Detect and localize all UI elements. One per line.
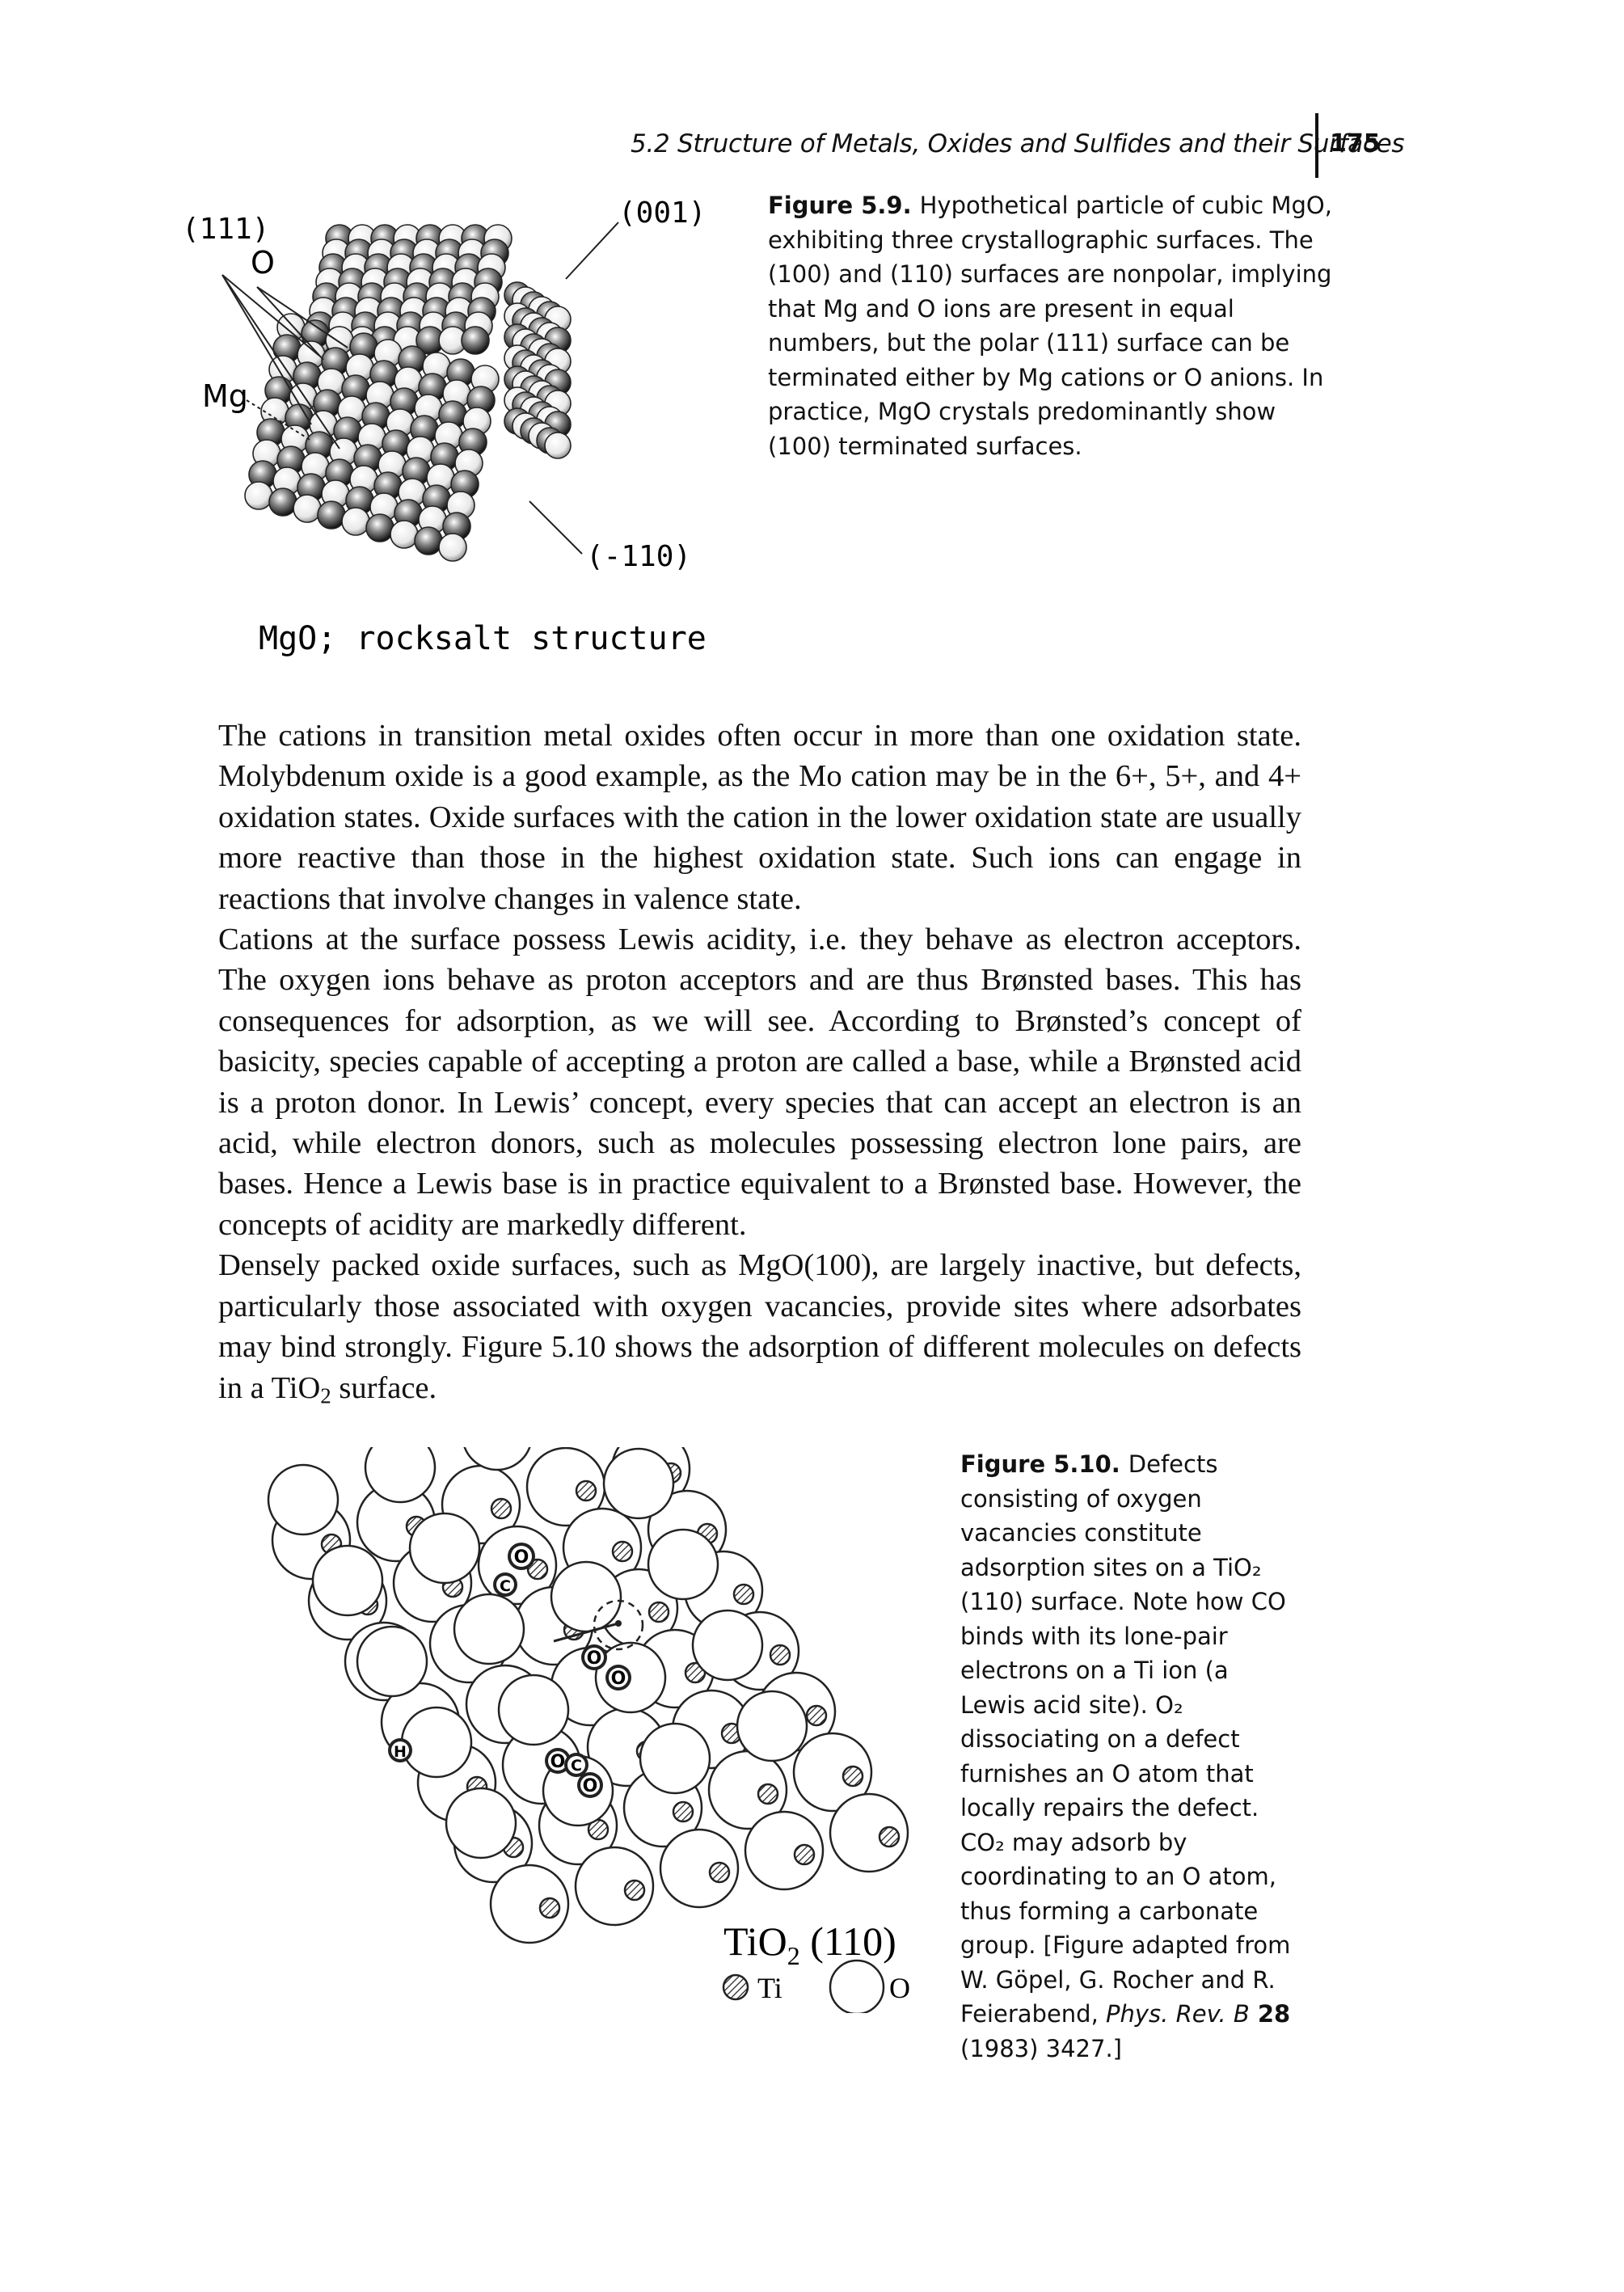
o-atom-bridging xyxy=(356,1625,428,1698)
page-number: 175 xyxy=(1330,129,1381,158)
o-atom-lower xyxy=(659,1828,740,1909)
atom-mg-label: Mg xyxy=(202,378,248,414)
paragraph-3-end: surface. xyxy=(331,1370,437,1405)
mg-atom xyxy=(365,513,394,542)
ti-atom xyxy=(490,1497,513,1520)
o-atom-bridging xyxy=(647,1528,719,1601)
o-atom-bridging xyxy=(691,1609,764,1682)
ti-atom xyxy=(575,1479,597,1502)
oxygen-vacancy xyxy=(593,1599,644,1651)
ti-atom xyxy=(647,1601,670,1623)
ti-atom xyxy=(538,1897,561,1919)
o2-o1-label: O xyxy=(587,1648,602,1669)
co2-o2-label: O xyxy=(583,1776,598,1796)
legend-o-label: O xyxy=(889,1972,910,2004)
o-atom xyxy=(293,494,322,523)
co2-o1-label: O xyxy=(550,1752,566,1772)
figure-5-9-illustration: (111) (001) O Mg (-110) MgO; rocksalt st… xyxy=(182,196,707,657)
tio2-label: TiO2 (110) xyxy=(723,1918,896,1970)
ti-atom xyxy=(878,1826,901,1848)
o-atom-bridging xyxy=(445,1787,517,1859)
co-c-label: C xyxy=(500,1577,511,1595)
mg-atom xyxy=(461,326,490,355)
ti-atom xyxy=(793,1843,816,1866)
oh-h-label: H xyxy=(394,1743,407,1761)
o-atom-bridging xyxy=(736,1690,808,1762)
figure-5-9-caption-label: Figure 5.9. xyxy=(768,192,912,219)
co2-c-label: C xyxy=(571,1757,582,1775)
running-head: 5.2 Structure of Metals, Oxides and Sulf… xyxy=(631,129,1405,158)
o-atom-bridging xyxy=(364,1447,437,1504)
figure-5-10-caption-tail: (1983) 3427.] xyxy=(960,2034,1122,2062)
face-111-label: (111) xyxy=(182,213,269,246)
paragraph-3-start: Densely packed oxide surfaces, such as M… xyxy=(218,1248,1301,1405)
mg-atom xyxy=(268,488,297,517)
o2-dissociation: O O xyxy=(581,1644,631,1691)
tio2-surface xyxy=(267,1447,909,1944)
figure-5-10-illustration: O C O O O C O H TiO2 (110) Ti O xyxy=(267,1447,910,2013)
o-atom-bridging xyxy=(463,1447,531,1471)
o-atom xyxy=(438,533,467,562)
body-text: The cations in transition metal oxides o… xyxy=(218,715,1301,1408)
ti-atom xyxy=(769,1644,791,1666)
o-atom-bridging xyxy=(408,1512,481,1585)
face-m110-label: (-110) xyxy=(586,540,691,573)
face-001-label: (001) xyxy=(618,196,706,230)
co-o-label: O xyxy=(514,1547,529,1568)
paragraph-3-subscript: 2 xyxy=(320,1383,331,1408)
o-atom xyxy=(341,507,370,536)
o-atom-lower xyxy=(744,1810,825,1891)
header-rule xyxy=(1315,113,1318,178)
paragraph-3: Densely packed oxide surfaces, such as M… xyxy=(218,1245,1301,1408)
ti-atom xyxy=(708,1861,731,1884)
paragraph-2: Cations at the surface possess Lewis aci… xyxy=(218,922,1301,1242)
ti-atom xyxy=(757,1783,779,1805)
o-atom xyxy=(390,520,419,549)
o-atom-lower xyxy=(489,1864,570,1944)
o-atom-lower xyxy=(792,1732,873,1813)
o2-o2-label: O xyxy=(611,1669,626,1689)
o-atom-bridging xyxy=(602,1447,675,1520)
figure-5-10-caption-volume: 28 xyxy=(1249,2000,1291,2028)
leader-lines xyxy=(221,222,619,555)
figure-5-10-caption: Figure 5.10.Defects consisting of oxygen… xyxy=(960,1447,1300,2066)
figure-5-10-caption-journal: Phys. Rev. B xyxy=(1106,2000,1250,2028)
o-atom-bridging xyxy=(639,1722,711,1795)
o-atom-bridging xyxy=(400,1706,473,1779)
ti-atom xyxy=(526,1558,549,1581)
figure-5-10-caption-text: Defects consisting of oxygen vacancies c… xyxy=(960,1450,1291,2028)
o-atom-bridging xyxy=(550,1560,622,1633)
structure-label: MgO; rocksalt structure xyxy=(259,620,707,657)
figure-5-9-caption-text: Hypothetical particle of cubic MgO, exhi… xyxy=(768,192,1332,460)
ti-atom xyxy=(611,1540,634,1563)
co-molecule: O C xyxy=(493,1543,619,1643)
o-atom-lower xyxy=(829,1792,909,1873)
legend-o-swatch xyxy=(829,1959,885,2013)
adsorbates: O C O O O C O H xyxy=(388,1543,644,1798)
hydroxyl: H xyxy=(388,1738,412,1762)
figure-5-9-caption: Figure 5.9.Hypothetical particle of cubi… xyxy=(768,188,1334,463)
o-atom xyxy=(244,481,273,510)
legend-ti-swatch xyxy=(722,1973,749,2001)
atom-o-label: O xyxy=(251,245,275,281)
o-atom-bridging xyxy=(497,1674,570,1746)
mg-atom xyxy=(414,526,443,555)
o-atom-bridging xyxy=(311,1544,384,1617)
ti-atom xyxy=(672,1800,694,1823)
ti-atom xyxy=(842,1765,864,1788)
o-atom-lower xyxy=(574,1846,655,1927)
ti-atom xyxy=(732,1583,755,1606)
o-atom-bridging xyxy=(267,1463,340,1536)
o-atom xyxy=(544,432,572,459)
co2-carbonate: O C O xyxy=(545,1748,603,1798)
mg-atom xyxy=(317,500,346,530)
ti-atom xyxy=(805,1704,828,1727)
o-atom-bridging xyxy=(453,1593,525,1665)
ti-atom xyxy=(623,1879,646,1902)
paragraph-1: The cations in transition metal oxides o… xyxy=(218,719,1301,916)
mgo-crystal xyxy=(244,224,572,562)
figure-5-10-caption-label: Figure 5.10. xyxy=(960,1450,1120,1478)
legend-ti-label: Ti xyxy=(757,1972,782,2004)
